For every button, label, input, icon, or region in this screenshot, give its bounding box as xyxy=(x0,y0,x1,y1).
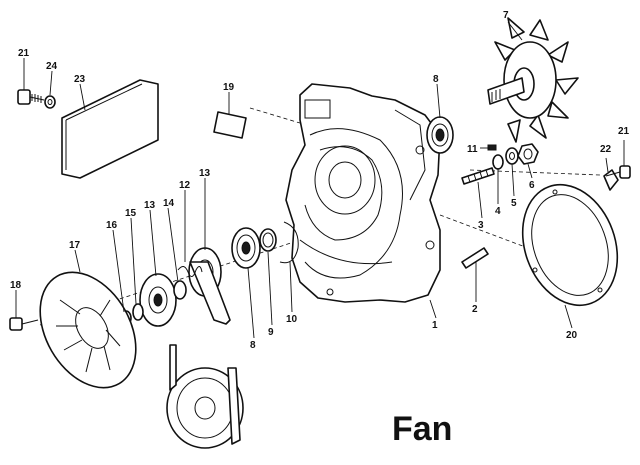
part-14-shim xyxy=(173,280,187,300)
callout-23: 23 xyxy=(74,74,86,85)
part-8-bearing-upper xyxy=(426,116,454,154)
callout-12: 12 xyxy=(179,180,191,191)
pulley-with-belt xyxy=(166,344,244,449)
callout-19: 19 xyxy=(223,82,235,93)
part-7-fan-impeller xyxy=(487,17,579,143)
callout-labels: 21 24 23 19 8 7 11 3 4 5 6 22 21 2 1 20 … xyxy=(10,10,630,351)
part-5-lock-washer xyxy=(505,147,519,165)
callout-14: 14 xyxy=(163,198,175,209)
part-3-stud xyxy=(461,167,495,185)
callout-8b: 8 xyxy=(250,340,256,351)
callout-8a: 8 xyxy=(433,74,439,85)
part-4-washer xyxy=(492,154,504,170)
callout-18: 18 xyxy=(10,280,22,291)
callout-13a: 13 xyxy=(199,168,211,179)
part-8-bearing-lower xyxy=(231,227,261,269)
part-17-fan-cover xyxy=(39,271,137,389)
callout-1: 1 xyxy=(432,320,438,331)
part-6-nut xyxy=(517,143,539,165)
callout-21a: 21 xyxy=(18,48,30,59)
part-21-bolt-right xyxy=(605,165,631,179)
callout-5: 5 xyxy=(511,198,517,209)
part-12-spring xyxy=(177,266,203,277)
callout-20: 20 xyxy=(566,330,578,341)
callout-4: 4 xyxy=(495,206,501,217)
part-13-pulley-right xyxy=(188,247,231,325)
part-23-cover-plate xyxy=(61,79,159,179)
callout-2: 2 xyxy=(472,304,478,315)
part-9-snap-ring xyxy=(259,228,277,252)
part-20-gasket-ring xyxy=(521,183,619,307)
part-11-key xyxy=(487,144,497,151)
callout-13b: 13 xyxy=(144,200,156,211)
callout-10: 10 xyxy=(286,314,298,325)
part-19-plate xyxy=(213,111,247,139)
callout-3: 3 xyxy=(478,220,484,231)
part-10-circlip xyxy=(279,221,299,264)
callout-15: 15 xyxy=(125,208,137,219)
part-13-pulley-left xyxy=(139,273,177,327)
callout-9: 9 xyxy=(268,327,274,338)
part-21-bolt-left xyxy=(17,89,45,105)
diagram-title: Fan xyxy=(392,410,453,448)
callout-6: 6 xyxy=(529,180,535,191)
callout-21b: 21 xyxy=(618,126,630,137)
callout-24: 24 xyxy=(46,61,58,72)
callout-16: 16 xyxy=(106,220,118,231)
callout-17: 17 xyxy=(69,240,81,251)
leader-lines xyxy=(15,21,625,339)
callout-11: 11 xyxy=(467,144,478,155)
part-18-bolt xyxy=(9,317,39,331)
part-2-pin xyxy=(461,247,489,269)
part-22-bracket xyxy=(603,169,619,191)
callout-7: 7 xyxy=(503,10,509,21)
part-24-washer xyxy=(44,95,56,109)
part-1-fan-housing xyxy=(285,83,441,303)
callout-22: 22 xyxy=(600,144,612,155)
part-15-washer xyxy=(132,303,144,321)
